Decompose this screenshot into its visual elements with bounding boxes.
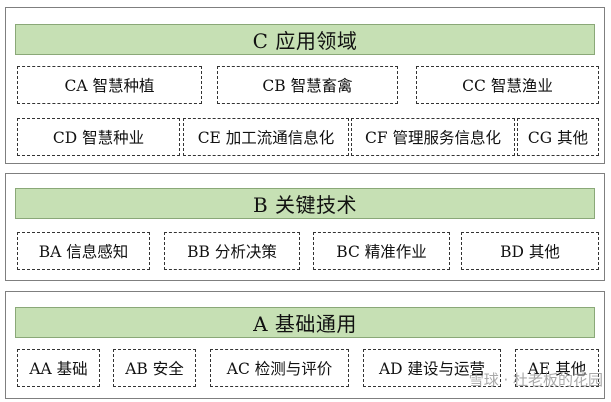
box-ba: BA 信息感知 (17, 232, 150, 270)
box-aa: AA 基础 (17, 349, 100, 387)
box-ac: AC 检测与评价 (210, 349, 349, 387)
box-ce: CE 加工流通信息化 (183, 118, 349, 156)
box-ca: CA 智慧种植 (17, 66, 202, 104)
layer-b-key-technology: B 关键技术 BA 信息感知 BB 分析决策 BC 精准作业 BD 其他 (5, 173, 605, 281)
box-cd: CD 智慧种业 (17, 118, 180, 156)
box-ad: AD 建设与运营 (363, 349, 501, 387)
box-cf: CF 管理服务信息化 (351, 118, 515, 156)
layer-b-title: B 关键技术 (15, 188, 595, 219)
box-cg: CG 其他 (517, 118, 599, 156)
box-ab: AB 安全 (113, 349, 196, 387)
box-cc: CC 智慧渔业 (416, 66, 599, 104)
box-bc: BC 精准作业 (313, 232, 450, 270)
box-cb: CB 智慧畜禽 (217, 66, 398, 104)
layer-a-general-basics: A 基础通用 AA 基础 AB 安全 AC 检测与评价 AD 建设与运营 AE … (5, 291, 605, 399)
box-ae: AE 其他 (515, 349, 599, 387)
box-bd: BD 其他 (461, 232, 599, 270)
box-bb: BB 分析决策 (164, 232, 300, 270)
layer-c-title: C 应用领域 (15, 24, 595, 55)
watermark: 雪球 · 杜老板的花园 (468, 371, 603, 389)
layer-c-application: C 应用领域 CA 智慧种植 CB 智慧畜禽 CC 智慧渔业 CD 智慧种业 C… (5, 7, 605, 164)
layer-a-title: A 基础通用 (15, 307, 595, 338)
